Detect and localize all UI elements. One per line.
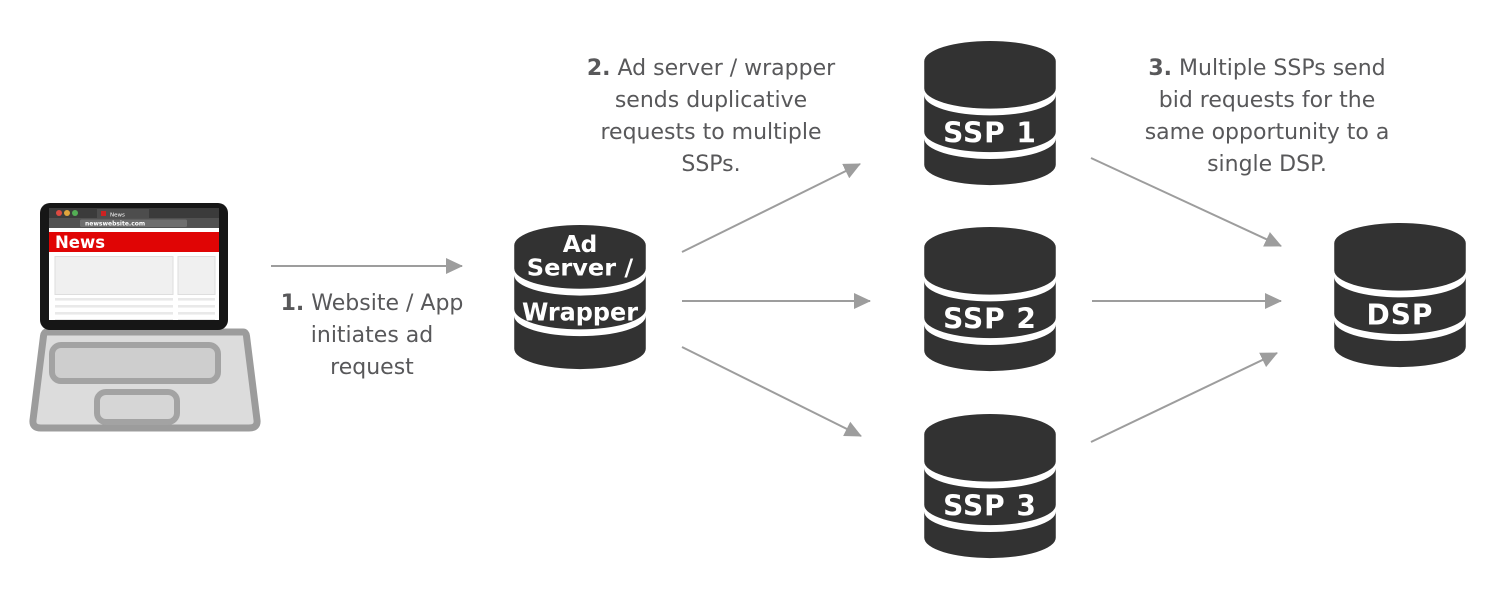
database-icon bbox=[1334, 320, 1466, 368]
adserver-label-line3: Wrapper bbox=[522, 298, 639, 327]
text-placeholder-line bbox=[55, 319, 173, 320]
annotation-line: request bbox=[330, 355, 414, 380]
laptop-keyboard bbox=[49, 342, 221, 384]
browser-tab-title: News bbox=[110, 213, 125, 219]
annotation-line: single DSP. bbox=[1207, 152, 1327, 177]
laptop-touchpad bbox=[94, 389, 180, 425]
ssp2-label: SSP 2 bbox=[943, 303, 1037, 336]
ssp2-node: SSP 2 bbox=[924, 226, 1056, 372]
browser-tab bbox=[97, 209, 149, 218]
database-icon bbox=[514, 224, 646, 289]
minimize-window-icon bbox=[64, 210, 70, 216]
annotation-line: sends duplicative bbox=[614, 88, 808, 113]
url-field bbox=[80, 219, 187, 227]
database-icon bbox=[924, 138, 1056, 186]
ssp1-node: SSP 1 bbox=[924, 40, 1056, 186]
database-icon bbox=[514, 315, 646, 370]
step-3-annotation: 3. Multiple SSPs send bid requests for t… bbox=[1145, 53, 1390, 181]
arrow-ssp3-to-dsp bbox=[1090, 352, 1278, 443]
ssp3-label: SSP 3 bbox=[943, 490, 1037, 523]
text-placeholder-line bbox=[55, 305, 173, 308]
site-favicon bbox=[101, 211, 106, 216]
ssp3-node: SSP 3 bbox=[924, 413, 1056, 559]
database-icon bbox=[924, 226, 1056, 295]
step-2-annotation: 2. Ad server / wrapper sends duplicative… bbox=[587, 53, 835, 181]
database-icon bbox=[514, 275, 646, 330]
database-icon bbox=[1334, 277, 1466, 335]
browser-window: News newswebsite.com News bbox=[49, 208, 219, 320]
step-1-annotation: 1. Website / App initiates ad request bbox=[281, 288, 464, 384]
adserver-label-line2: Server / bbox=[527, 254, 634, 281]
adserver-node: Ad Server / Wrapper bbox=[514, 224, 646, 370]
close-window-icon bbox=[56, 210, 62, 216]
annotation-line: initiates ad bbox=[310, 323, 434, 348]
text-placeholder-line bbox=[178, 305, 215, 308]
news-site-heading: News bbox=[55, 233, 105, 252]
database-icon bbox=[924, 413, 1056, 482]
news-site-banner bbox=[49, 232, 219, 252]
arrow-adserver-to-ssp3 bbox=[681, 346, 862, 437]
database-icon bbox=[924, 281, 1056, 339]
text-placeholder-line bbox=[55, 298, 173, 301]
database-icon bbox=[924, 324, 1056, 372]
annotation-line: 2. Ad server / wrapper bbox=[586, 56, 836, 81]
text-placeholder-line bbox=[178, 312, 215, 315]
dsp-label: DSP bbox=[1367, 299, 1434, 332]
laptop-illustration: News newswebsite.com News bbox=[29, 203, 261, 432]
annotation-line: SSPs. bbox=[681, 152, 741, 177]
text-placeholder-line bbox=[55, 312, 173, 315]
annotation-line: 3. Multiple SSPs send bbox=[1148, 56, 1386, 81]
database-icon bbox=[1334, 222, 1466, 291]
ad-slot-placeholder bbox=[177, 256, 216, 295]
adserver-label-line1: Ad bbox=[563, 231, 598, 258]
maximize-window-icon bbox=[72, 210, 78, 216]
database-icon bbox=[924, 511, 1056, 559]
annotation-line: same opportunity to a bbox=[1144, 120, 1390, 145]
annotation-line: bid requests for the bbox=[1158, 88, 1376, 113]
dsp-node: DSP bbox=[1334, 222, 1466, 368]
database-icon bbox=[924, 40, 1056, 109]
database-icon bbox=[924, 468, 1056, 526]
text-placeholder-line bbox=[178, 319, 215, 320]
annotation-line: 1. Website / App bbox=[280, 291, 464, 316]
database-icon bbox=[924, 95, 1056, 153]
url-text: newswebsite.com bbox=[85, 221, 145, 228]
ssp1-label: SSP 1 bbox=[943, 117, 1037, 150]
article-placeholder bbox=[54, 256, 174, 295]
annotation-line: requests to multiple bbox=[600, 120, 822, 145]
text-placeholder-line bbox=[178, 298, 215, 301]
